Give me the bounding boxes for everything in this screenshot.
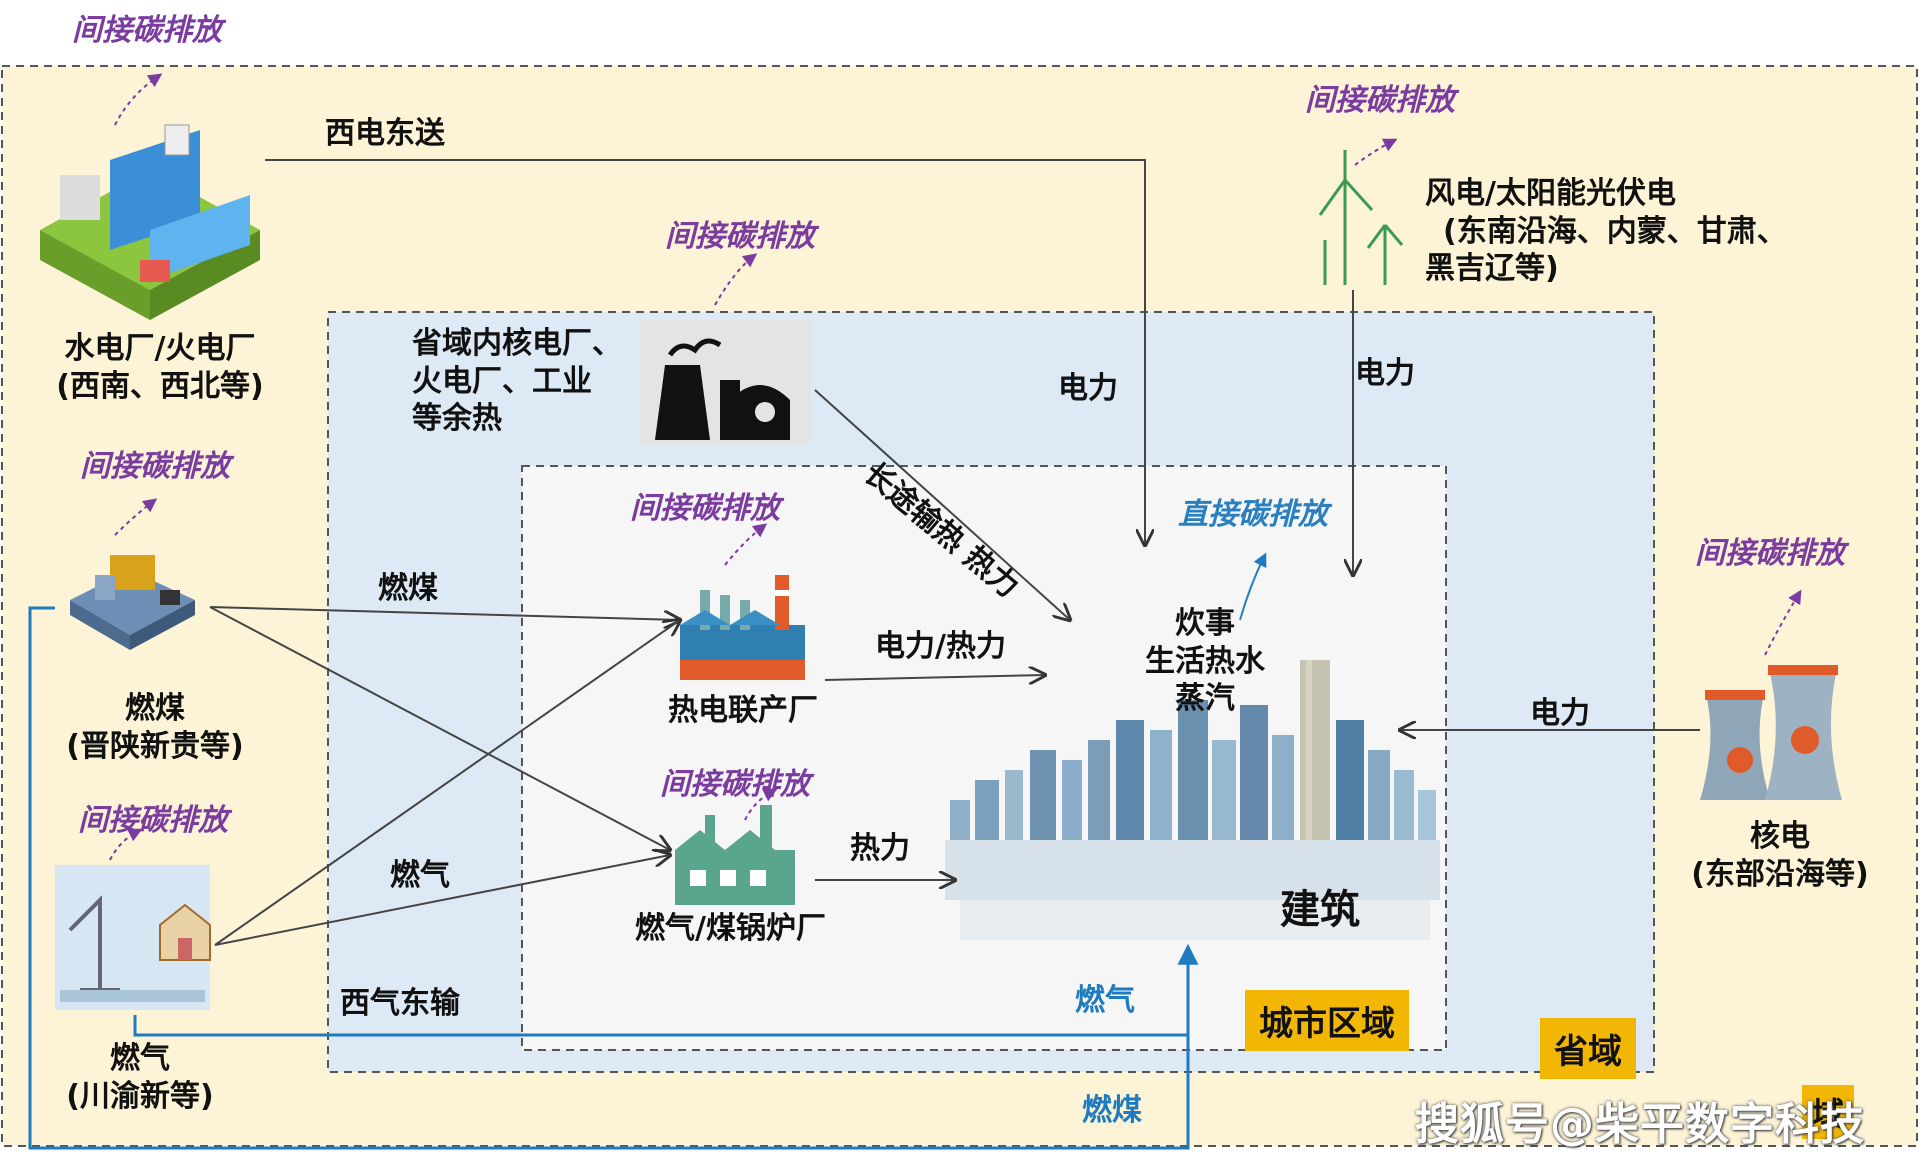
end-uses-label: 炊事 生活热水 蒸汽 [1120, 605, 1290, 718]
province-badge: 省域 [1540, 1018, 1636, 1079]
direct-emission-label: 直接碳排放 [1178, 497, 1328, 532]
indirect-emission-label-boiler: 间接碳排放 [660, 767, 810, 802]
hydro-thermal-line1: 水电厂/火电厂 [64, 331, 256, 366]
blue-flow-lines [28, 606, 1199, 1150]
coal-flow-label: 燃煤 [378, 571, 438, 606]
in-province-line3: 等余热 [412, 401, 502, 436]
electricity-label-1: 电力 [1058, 371, 1118, 406]
city-skyline-icon [945, 660, 1440, 940]
electricity-label-3: 电力 [1530, 696, 1590, 731]
wind-solar-line1: 风电/太阳能光伏电 [1425, 176, 1676, 211]
coal-source-line2: (晋陕新贵等) [66, 728, 244, 764]
gas-source-label: 燃气 (川渝新等) [40, 1040, 240, 1115]
electricity-label-2: 电力 [1355, 356, 1415, 391]
hydro-dam-icon [40, 124, 260, 320]
emission-arrows [109, 73, 1802, 861]
indirect-emission-label-nuclear: 间接碳排放 [1695, 536, 1845, 571]
nuclear-line2: (东部沿海等) [1691, 856, 1869, 892]
coal-mine-icon [70, 555, 195, 650]
coal-blue-label: 燃煤 [1082, 1093, 1142, 1128]
gas-blue-label: 燃气 [1075, 983, 1135, 1018]
flow-arrows [209, 159, 1700, 946]
nuclear-label: 核电 (东部沿海等) [1670, 818, 1890, 893]
west-east-power-label: 西电东送 [325, 116, 445, 151]
in-province-line2: 火电厂、工业 [412, 363, 592, 399]
end-use-cooking: 炊事 [1175, 606, 1235, 641]
wind-solar-label: 风电/太阳能光伏电 (东南沿海、内蒙、甘肃、 黑吉辽等) [1425, 175, 1787, 288]
direct-emission-arrow [1239, 552, 1267, 621]
indirect-emission-label-coal: 间接碳排放 [80, 449, 230, 484]
gas-field-icon [55, 865, 211, 1010]
hydro-thermal-label: 水电厂/火电厂 (西南、西北等) [40, 330, 280, 405]
nuclear-cooling-tower-icon [1700, 665, 1842, 800]
end-use-steam: 蒸汽 [1175, 681, 1235, 716]
chp-plant-label: 热电联产厂 [668, 693, 818, 728]
end-use-hot-water: 生活热水 [1145, 643, 1265, 679]
coal-source-label: 燃煤 (晋陕新贵等) [40, 690, 270, 765]
indirect-emission-label-hydro: 间接碳排放 [72, 13, 222, 48]
in-province-line1: 省域内核电厂、 [412, 326, 622, 361]
gas-flow-label: 燃气 [390, 858, 450, 893]
west-east-gas-label: 西气东输 [340, 986, 460, 1021]
indirect-emission-label-wind: 间接碳排放 [1305, 83, 1455, 118]
electricity-heat-label: 电力/热力 [875, 629, 1006, 664]
city-region-badge: 城市区域 [1245, 990, 1409, 1051]
wind-solar-line2: (东南沿海、内蒙、甘肃、 [1443, 213, 1787, 249]
indirect-emission-label-gas: 间接碳排放 [78, 803, 228, 838]
boiler-plant-label: 燃气/煤锅炉厂 [635, 911, 826, 946]
hydro-thermal-line2: (西南、西北等) [56, 368, 264, 404]
indirect-emission-label-in-province: 间接碳排放 [665, 219, 815, 254]
corner-region-badge: 域 [1802, 1085, 1855, 1139]
coal-source-line1: 燃煤 [125, 691, 185, 726]
wind-turbine-icon [1318, 150, 1404, 285]
gas-source-line2: (川渝新等) [66, 1078, 214, 1114]
indirect-emission-label-chp: 间接碳排放 [630, 491, 780, 526]
chp-factory-icon [680, 575, 805, 680]
gas-source-line1: 燃气 [110, 1041, 170, 1076]
in-province-label: 省域内核电厂、 火电厂、工业 等余热 [412, 325, 622, 438]
nuclear-plant-silhouette-icon [640, 320, 810, 445]
heat-label: 热力 [850, 831, 910, 866]
watermark: 搜狐号@柴平数字科技 [1415, 1099, 1865, 1150]
boiler-plant-icon [675, 805, 795, 905]
wind-solar-line3: 黑吉辽等) [1425, 251, 1559, 286]
building-label: 建筑 [1280, 887, 1360, 933]
nuclear-line1: 核电 [1750, 819, 1810, 854]
